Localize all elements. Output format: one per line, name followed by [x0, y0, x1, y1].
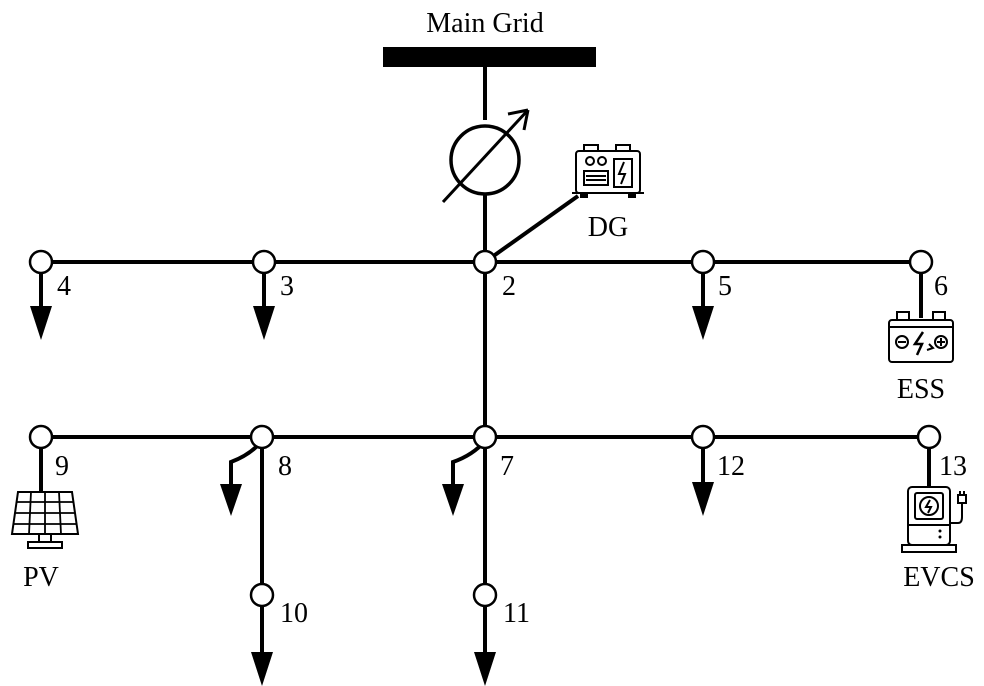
bus-node-12 — [690, 424, 716, 450]
generator-icon — [572, 144, 644, 198]
bus-node-3 — [251, 249, 277, 275]
bus-label-13: 13 — [939, 451, 967, 482]
bus-label-7: 7 — [500, 451, 514, 482]
bus-label-2: 2 — [502, 271, 516, 302]
load-arrow-bus-11 — [474, 595, 496, 686]
main-grid-label: Main Grid — [426, 8, 543, 39]
bus-label-3: 3 — [280, 271, 294, 302]
main-grid-busbar — [383, 47, 596, 67]
bus-label-9: 9 — [55, 451, 69, 482]
bus-node-11 — [472, 582, 498, 608]
bus-label-6: 6 — [934, 271, 948, 302]
load-arrow-bus-8 — [220, 437, 264, 516]
bus-label-5: 5 — [718, 271, 732, 302]
bus-node-10 — [249, 582, 275, 608]
bus-label-10: 10 — [280, 598, 308, 629]
bus-label-12: 12 — [717, 451, 745, 482]
bus-node-8 — [249, 424, 275, 450]
ev-charger-icon — [901, 486, 967, 553]
bus-node-4 — [28, 249, 54, 275]
solar-panel-icon — [10, 491, 80, 549]
bus-node-7 — [472, 424, 498, 450]
dg-label: DG — [588, 212, 628, 243]
pv-label: PV — [23, 562, 59, 593]
bus-label-8: 8 — [278, 451, 292, 482]
bus-node-9 — [28, 424, 54, 450]
evcs-label: EVCS — [903, 562, 975, 593]
bus-node-2 — [472, 249, 498, 275]
dg-connection-line — [483, 194, 580, 264]
bus-node-13 — [916, 424, 942, 450]
ess-label: ESS — [897, 374, 945, 405]
load-arrow-bus-10 — [251, 595, 273, 686]
bus-label-4: 4 — [57, 271, 71, 302]
bus-node-6 — [908, 249, 934, 275]
bus-node-5 — [690, 249, 716, 275]
load-arrow-bus-7 — [442, 437, 487, 516]
battery-icon — [888, 311, 954, 363]
bus-label-11: 11 — [503, 598, 530, 629]
transformer-icon — [441, 108, 530, 204]
